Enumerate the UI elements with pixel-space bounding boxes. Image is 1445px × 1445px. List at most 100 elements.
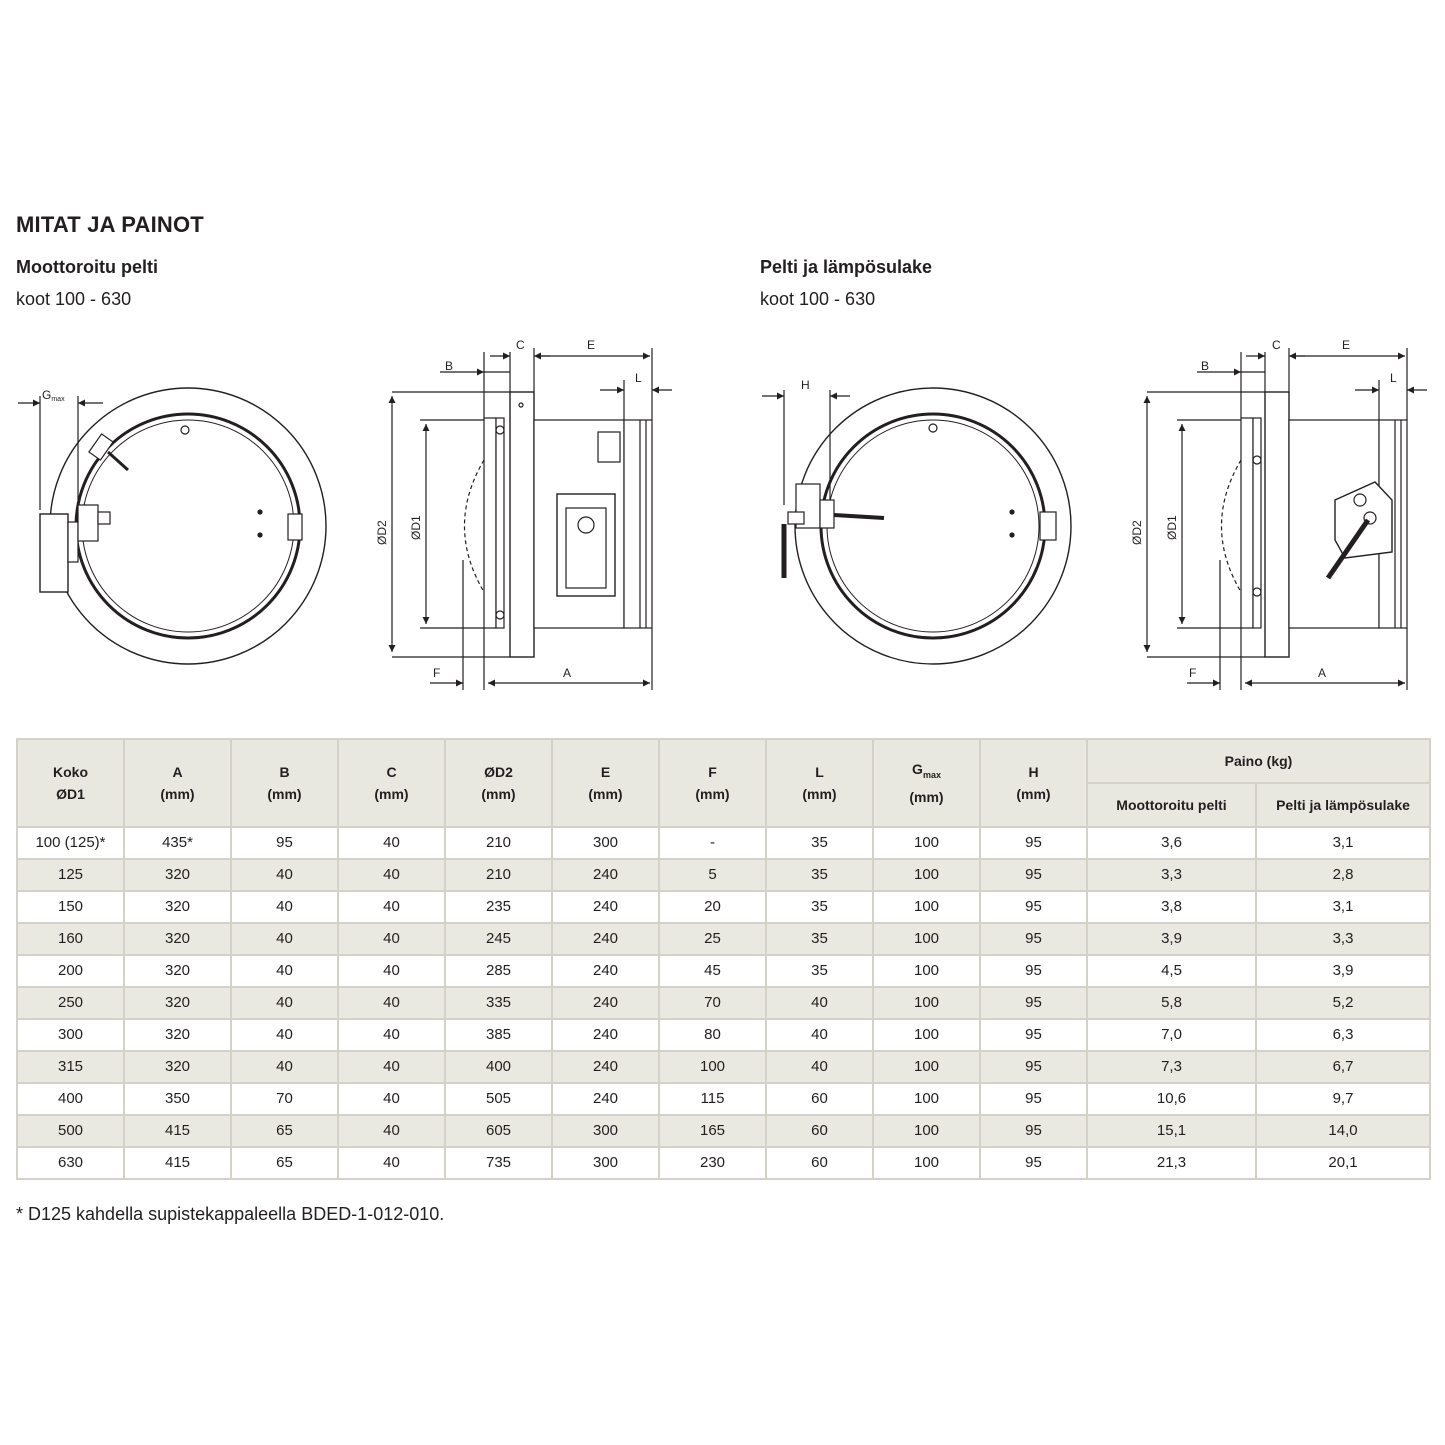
front-view-thermal: [762, 387, 1072, 665]
table-cell: 40: [230, 922, 339, 956]
table-cell: 115: [658, 1082, 767, 1116]
table-cell: 100: [872, 986, 981, 1020]
table-cell: 240: [551, 858, 660, 892]
left-subtitle: Moottoroitu pelti: [16, 257, 158, 277]
dim-l-right: L: [1390, 371, 1397, 385]
table-cell: 335: [444, 986, 553, 1020]
table-cell: 40: [230, 986, 339, 1020]
gmax-label-left: Gmax: [42, 388, 65, 403]
header-e: E(mm): [551, 738, 660, 828]
table-cell: 630: [16, 1146, 125, 1180]
table-cell: 320: [123, 922, 232, 956]
table-cell: 735: [444, 1146, 553, 1180]
table-cell: 300: [16, 1018, 125, 1052]
header-l: L(mm): [765, 738, 874, 828]
table-cell: 165: [658, 1114, 767, 1148]
table-cell: 3,8: [1086, 890, 1257, 924]
header-a: A(mm): [123, 738, 232, 828]
table-cell: 95: [979, 954, 1088, 988]
dim-a-right: A: [1318, 666, 1326, 680]
table-cell: 435*: [123, 826, 232, 860]
table-cell: 60: [765, 1114, 874, 1148]
table-cell: 2,8: [1254, 858, 1432, 892]
table-cell: 240: [551, 922, 660, 956]
header-d2: ØD2(mm): [444, 738, 553, 828]
table-cell: 40: [230, 1018, 339, 1052]
table-cell: 5,8: [1086, 986, 1257, 1020]
page-title: MITAT JA PAINOT: [16, 212, 204, 237]
table-cell: 35: [765, 890, 874, 924]
table-cell: 100: [872, 954, 981, 988]
table-cell: 100 (125)*: [16, 826, 125, 860]
table-cell: 3,1: [1254, 890, 1432, 924]
table-cell: 320: [123, 1050, 232, 1084]
table-cell: 40: [230, 890, 339, 924]
table-cell: 40: [337, 1050, 446, 1084]
table-cell: 400: [444, 1050, 553, 1084]
table-cell: 300: [551, 826, 660, 860]
table-cell: 35: [765, 826, 874, 860]
drawings-svg: Gmax: [18, 338, 1427, 690]
table-cell: 3,1: [1254, 826, 1432, 860]
table-cell: 210: [444, 826, 553, 860]
table-cell: 320: [123, 1018, 232, 1052]
dim-d2-left: ØD2: [375, 520, 389, 545]
table-cell: 350: [123, 1082, 232, 1116]
table-cell: 6,7: [1254, 1050, 1432, 1084]
footnote: * D125 kahdella supistekappaleella BDED-…: [16, 1204, 445, 1224]
table-cell: 40: [765, 986, 874, 1020]
table-cell: 3,9: [1086, 922, 1257, 956]
dim-e-left: E: [587, 338, 595, 352]
header-b: B(mm): [230, 738, 339, 828]
table-cell: 100: [872, 826, 981, 860]
table-cell: 500: [16, 1114, 125, 1148]
table-cell: 15,1: [1086, 1114, 1257, 1148]
table-cell: 5: [658, 858, 767, 892]
header-weight-group: Paino (kg): [1085, 738, 1432, 784]
table-cell: 40: [337, 1146, 446, 1180]
table-cell: 505: [444, 1082, 553, 1116]
table-cell: 100: [658, 1050, 767, 1084]
table-cell: 60: [765, 1146, 874, 1180]
table-cell: 100: [872, 890, 981, 924]
header-gmax: Gmax(mm): [872, 738, 981, 828]
dim-a-left: A: [563, 666, 571, 680]
table-cell: 40: [230, 858, 339, 892]
table-cell: 40: [765, 1018, 874, 1052]
header-weight-motorised: Moottoroitu pelti: [1086, 782, 1257, 828]
dim-h-right: H: [801, 378, 810, 392]
table-cell: 6,3: [1254, 1018, 1432, 1052]
table-cell: 320: [123, 986, 232, 1020]
table-cell: 95: [979, 1018, 1088, 1052]
table-cell: 40: [337, 1018, 446, 1052]
side-view-thermal: [1143, 348, 1427, 690]
table-cell: 320: [123, 858, 232, 892]
table-cell: 100: [872, 1114, 981, 1148]
right-sizes: koot 100 - 630: [760, 289, 876, 309]
header-c: C(mm): [337, 738, 446, 828]
table-cell: 100: [872, 1082, 981, 1116]
table-cell: 320: [123, 954, 232, 988]
table-cell: 40: [337, 986, 446, 1020]
table-cell: 40: [230, 1050, 339, 1084]
table-cell: 100: [872, 922, 981, 956]
table-cell: 60: [765, 1082, 874, 1116]
table-cell: 3,9: [1254, 954, 1432, 988]
table-cell: 240: [551, 1050, 660, 1084]
table-cell: 40: [337, 954, 446, 988]
table-cell: 250: [16, 986, 125, 1020]
table-cell: 95: [979, 922, 1088, 956]
table-cell: 100: [872, 858, 981, 892]
table-cell: 40: [337, 1114, 446, 1148]
table-cell: 40: [337, 858, 446, 892]
table-cell: 100: [872, 1018, 981, 1052]
